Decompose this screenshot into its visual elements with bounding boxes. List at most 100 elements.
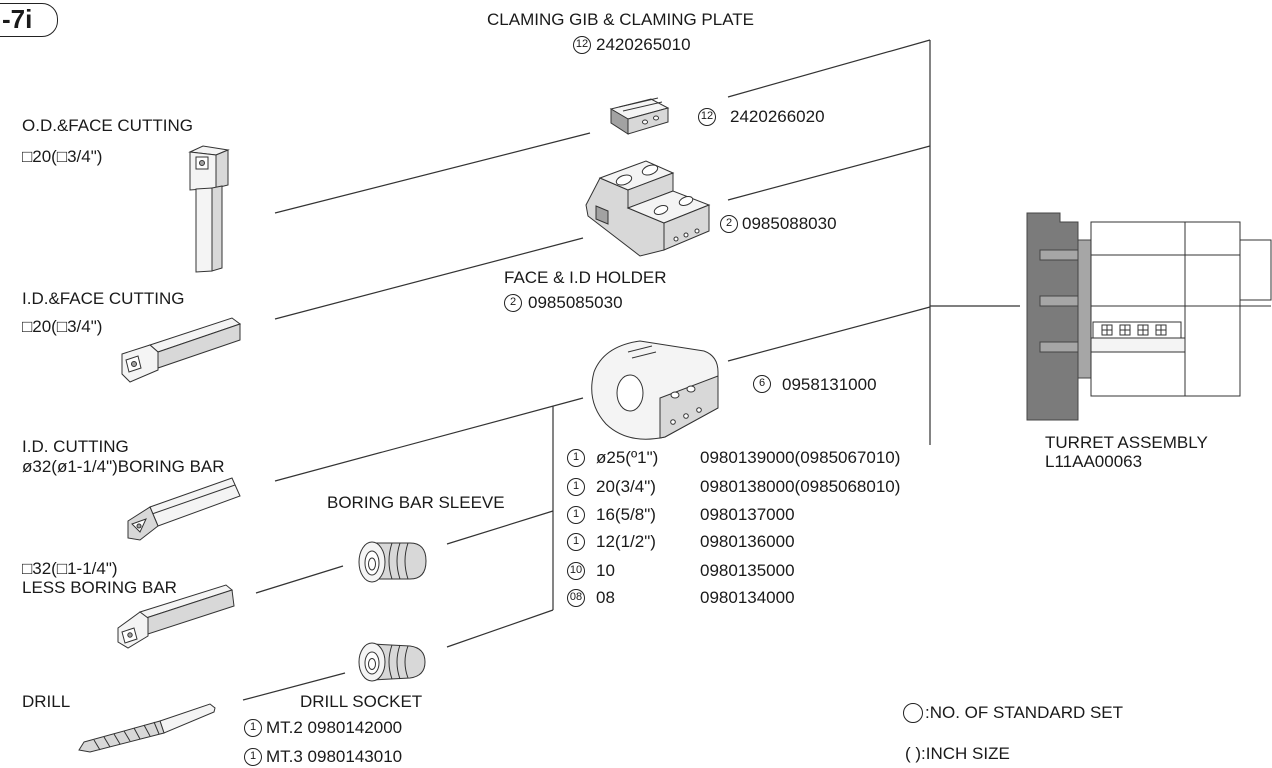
less-boring-size: □32(□1-1/4")	[22, 559, 118, 578]
less-boring-bar-insert-screw	[127, 632, 133, 638]
holder-small-hole	[694, 228, 700, 234]
od-face-title: O.D.&FACE CUTTING	[22, 116, 193, 135]
id-face-title: I.D.&FACE CUTTING	[22, 289, 185, 308]
boring-holder-hole	[670, 391, 680, 399]
drill-title: DRILL	[22, 692, 71, 711]
id-cutting-title: I.D. CUTTING	[22, 437, 129, 456]
socket-part-number: MT.3 0980143010	[266, 747, 403, 766]
qty-badge-sleeve: 1	[567, 478, 585, 496]
holder-hole	[678, 196, 694, 206]
drill-socket-part	[358, 642, 426, 682]
holder-hole	[653, 205, 669, 215]
socket-inner-bore	[368, 658, 376, 670]
gib-part-number: 2420266020	[730, 107, 825, 126]
holder-notch	[595, 205, 609, 225]
sleeve-size: 10	[596, 561, 615, 580]
face-holder-title: FACE & I.D HOLDER	[504, 268, 667, 287]
boring-bar-sleeve-part	[358, 541, 427, 583]
qty-badge-face-holder: 2	[504, 294, 522, 312]
face-holder-part-number: 0985085030	[528, 293, 623, 312]
qty-badge-boring-holder: 6	[753, 375, 771, 393]
clamping-title: CLAMING GIB & CLAMING PLATE	[487, 10, 755, 29]
gib-hole	[642, 119, 648, 125]
sleeve-size: 08	[596, 588, 615, 607]
sleeve-part-number: 0980139000(0985067010)	[700, 448, 901, 467]
leader-line-boring-holder	[727, 306, 931, 362]
qty-badge-sleeve: 10	[567, 562, 585, 580]
boring-bar-tool	[127, 477, 241, 541]
clamping-gib-part	[609, 97, 670, 135]
drill-flutes	[78, 720, 165, 753]
boring-bar-holder-part	[591, 340, 719, 440]
turret-body-lines	[1091, 222, 1240, 396]
boring-bar-insert-screw	[136, 523, 142, 529]
sleeve-part-number: 0980136000	[700, 532, 795, 551]
holder-small-hole	[683, 232, 689, 238]
page-label: -7i	[2, 4, 33, 34]
turret-bolt-slot	[1039, 295, 1079, 307]
legend-circle-icon	[903, 703, 923, 723]
od-tool-shank-front	[195, 187, 213, 273]
qty-badge-sleeve: 1	[567, 506, 585, 524]
sleeve-size: 12(1/2")	[596, 532, 656, 551]
qty-badge-sleeve: 08	[567, 589, 585, 607]
leader-line-gib	[727, 39, 931, 98]
sleeve-ridges	[388, 542, 409, 580]
turret-face-plate	[1026, 212, 1079, 421]
turret-assembly-part	[1026, 212, 1272, 421]
holder-small-hole	[673, 236, 679, 242]
id-face-cutting-tool	[121, 317, 242, 383]
turret-bolt-slot	[1039, 341, 1079, 353]
face-id-holder-part	[585, 160, 711, 257]
id-tool-insert-screw	[131, 361, 137, 367]
drill-socket-title: DRILL SOCKET	[300, 692, 423, 711]
turret-bolt-slot	[1039, 249, 1079, 261]
boring-holder-hole	[686, 385, 696, 393]
turret-part-number: L11AA00063	[1045, 452, 1143, 471]
leader-line-sleeve	[446, 510, 554, 545]
sleeve-body	[371, 542, 427, 580]
face-upper-part-number: 0985088030	[742, 214, 837, 233]
qty-badge-sleeve: 1	[567, 533, 585, 551]
turret-body	[1090, 221, 1241, 397]
leader-line-face-holder	[727, 145, 931, 201]
id-face-size: □20(□3/4")	[22, 317, 103, 336]
turret-shaft	[1239, 239, 1272, 301]
socket-ridges	[388, 644, 409, 680]
leader-line-od-tool	[274, 132, 591, 214]
sleeve-size: 20(3/4")	[596, 477, 656, 496]
sleeve-size: ø25(º1")	[596, 448, 659, 467]
plate-part-number: 2420265010	[596, 35, 691, 54]
boring-holder-bore	[616, 374, 644, 412]
qty-badge-socket: 1	[244, 719, 262, 737]
id-cutting-size: ø32(ø1-1/4")BORING BAR	[22, 457, 225, 476]
qty-badge-gib: 12	[698, 108, 716, 126]
boring-holder-slot	[627, 345, 657, 359]
od-face-cutting-tool	[188, 145, 230, 273]
leader-line-drill-socket	[446, 609, 554, 648]
boring-holder-small-hole	[683, 413, 689, 419]
legend-standard-set: :NO. OF STANDARD SET	[925, 703, 1124, 722]
qty-badge-sleeve: 1	[567, 449, 585, 467]
gib-groove	[618, 97, 663, 112]
turret-title: TURRET ASSEMBLY	[1045, 433, 1208, 452]
boring-holder-small-hole	[670, 419, 676, 425]
socket-part-number: MT.2 0980142000	[266, 718, 403, 737]
holder-hole	[615, 174, 633, 186]
leader-line-id-tool	[274, 237, 584, 320]
od-tool-insert-screw	[199, 160, 205, 166]
turret-index-marks	[1101, 324, 1167, 336]
boring-bar-flat	[151, 484, 236, 515]
sleeve-part-number: 0980137000	[700, 505, 795, 524]
turret-base-plate	[1090, 337, 1186, 353]
od-tool-head-side	[215, 149, 229, 189]
boring-holder-part-number: 0958131000	[782, 375, 877, 394]
less-boring-title: LESS BORING BAR	[22, 578, 177, 597]
od-face-size: □20(□3/4")	[22, 147, 103, 166]
sleeve-inner-bore	[368, 557, 376, 571]
page-label-box: -7i	[0, 3, 58, 37]
legend-inch-size: ( ):INCH SIZE	[905, 744, 1010, 763]
qty-badge-socket: 1	[244, 748, 262, 766]
qty-badge-face-upper: 2	[720, 215, 738, 233]
